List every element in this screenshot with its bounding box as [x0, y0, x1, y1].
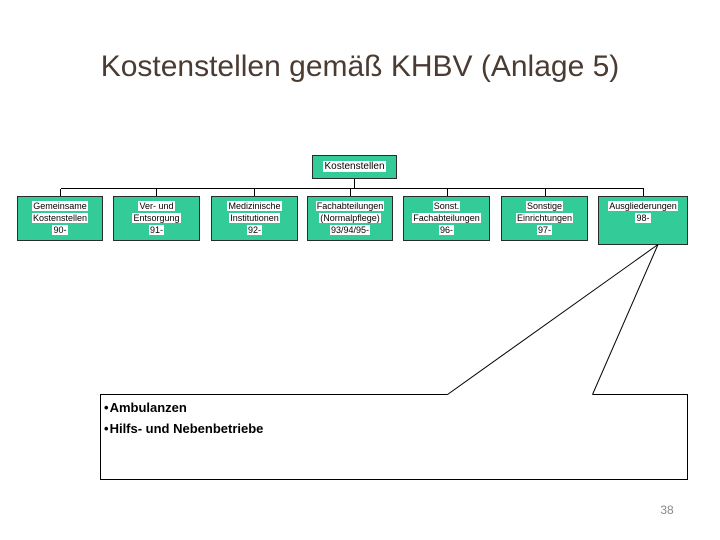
callout-item: •Ambulanzen — [104, 397, 664, 418]
org-node-line: Fachabteilungen — [412, 213, 481, 223]
slide-title: Kostenstellen gemäß KHBV (Anlage 5) — [100, 50, 620, 83]
connector-stub-3 — [254, 189, 255, 196]
org-node-line: Fachabteilungen — [315, 201, 385, 211]
org-node-line: 96- — [438, 225, 454, 235]
org-node-line: Medizinische — [227, 201, 282, 211]
org-node-sonst-fachabteilungen: Sonst. Fachabteilungen 96- — [403, 196, 490, 241]
org-node-sonstige-einrichtungen: Sonstige Einrichtungen 97- — [501, 196, 588, 241]
connector-stub-6 — [545, 189, 546, 196]
org-node-line: Sonst. — [432, 201, 461, 211]
org-node-ausgliederungen: Ausgliederungen 98- — [598, 196, 688, 245]
org-node-ver-und-entsorgung: Ver- und Entsorgung 91- — [113, 196, 200, 241]
callout-item-label: Hilfs- und Nebenbetriebe — [109, 421, 264, 436]
bullet-icon: • — [104, 400, 109, 415]
connector-stub-2 — [156, 189, 157, 196]
connector-root-stub — [354, 179, 355, 189]
org-node-line: Ausgliederungen — [608, 201, 678, 211]
connector-stub-5 — [447, 189, 448, 196]
org-node-line: (Normalpflege) — [319, 213, 381, 223]
org-node-line: 97- — [536, 225, 552, 235]
org-node-line: Einrichtungen — [515, 213, 574, 223]
org-node-line: 93/94/95- — [329, 225, 371, 235]
org-node-line: 98- — [635, 213, 651, 223]
org-node-line: Kostenstellen — [31, 213, 89, 223]
org-node-line: 92- — [246, 225, 262, 235]
page-number: 38 — [660, 503, 674, 517]
connector-stub-1 — [60, 189, 61, 196]
org-node-line: Gemeinsame — [32, 201, 88, 211]
callout-body: •Ambulanzen •Hilfs- und Nebenbetriebe — [104, 397, 664, 439]
org-node-line: Entsorgung — [132, 213, 181, 223]
org-node-line: 91- — [148, 225, 164, 235]
org-node-root: Kostenstellen — [312, 155, 397, 179]
connector-horizontal — [61, 188, 644, 189]
connector-stub-7 — [643, 189, 644, 196]
org-node-fachabteilungen-normalpflege: Fachabteilungen (Normalpflege) 93/94/95- — [307, 196, 393, 241]
org-node-line: 90- — [52, 225, 68, 235]
org-node-line: Sonstige — [525, 201, 564, 211]
org-node-label: Kostenstellen — [323, 161, 386, 172]
org-node-gemeinsame-kostenstellen: Gemeinsame Kostenstellen 90- — [17, 196, 103, 241]
connector-stub-4 — [350, 189, 351, 196]
bullet-icon: • — [104, 421, 109, 436]
org-node-line: Institutionen — [229, 213, 280, 223]
org-node-medizinische-institutionen: Medizinische Institutionen 92- — [211, 196, 298, 241]
callout-item: •Hilfs- und Nebenbetriebe — [104, 418, 664, 439]
callout-item-label: Ambulanzen — [109, 400, 187, 415]
org-node-line: Ver- und — [138, 201, 175, 211]
